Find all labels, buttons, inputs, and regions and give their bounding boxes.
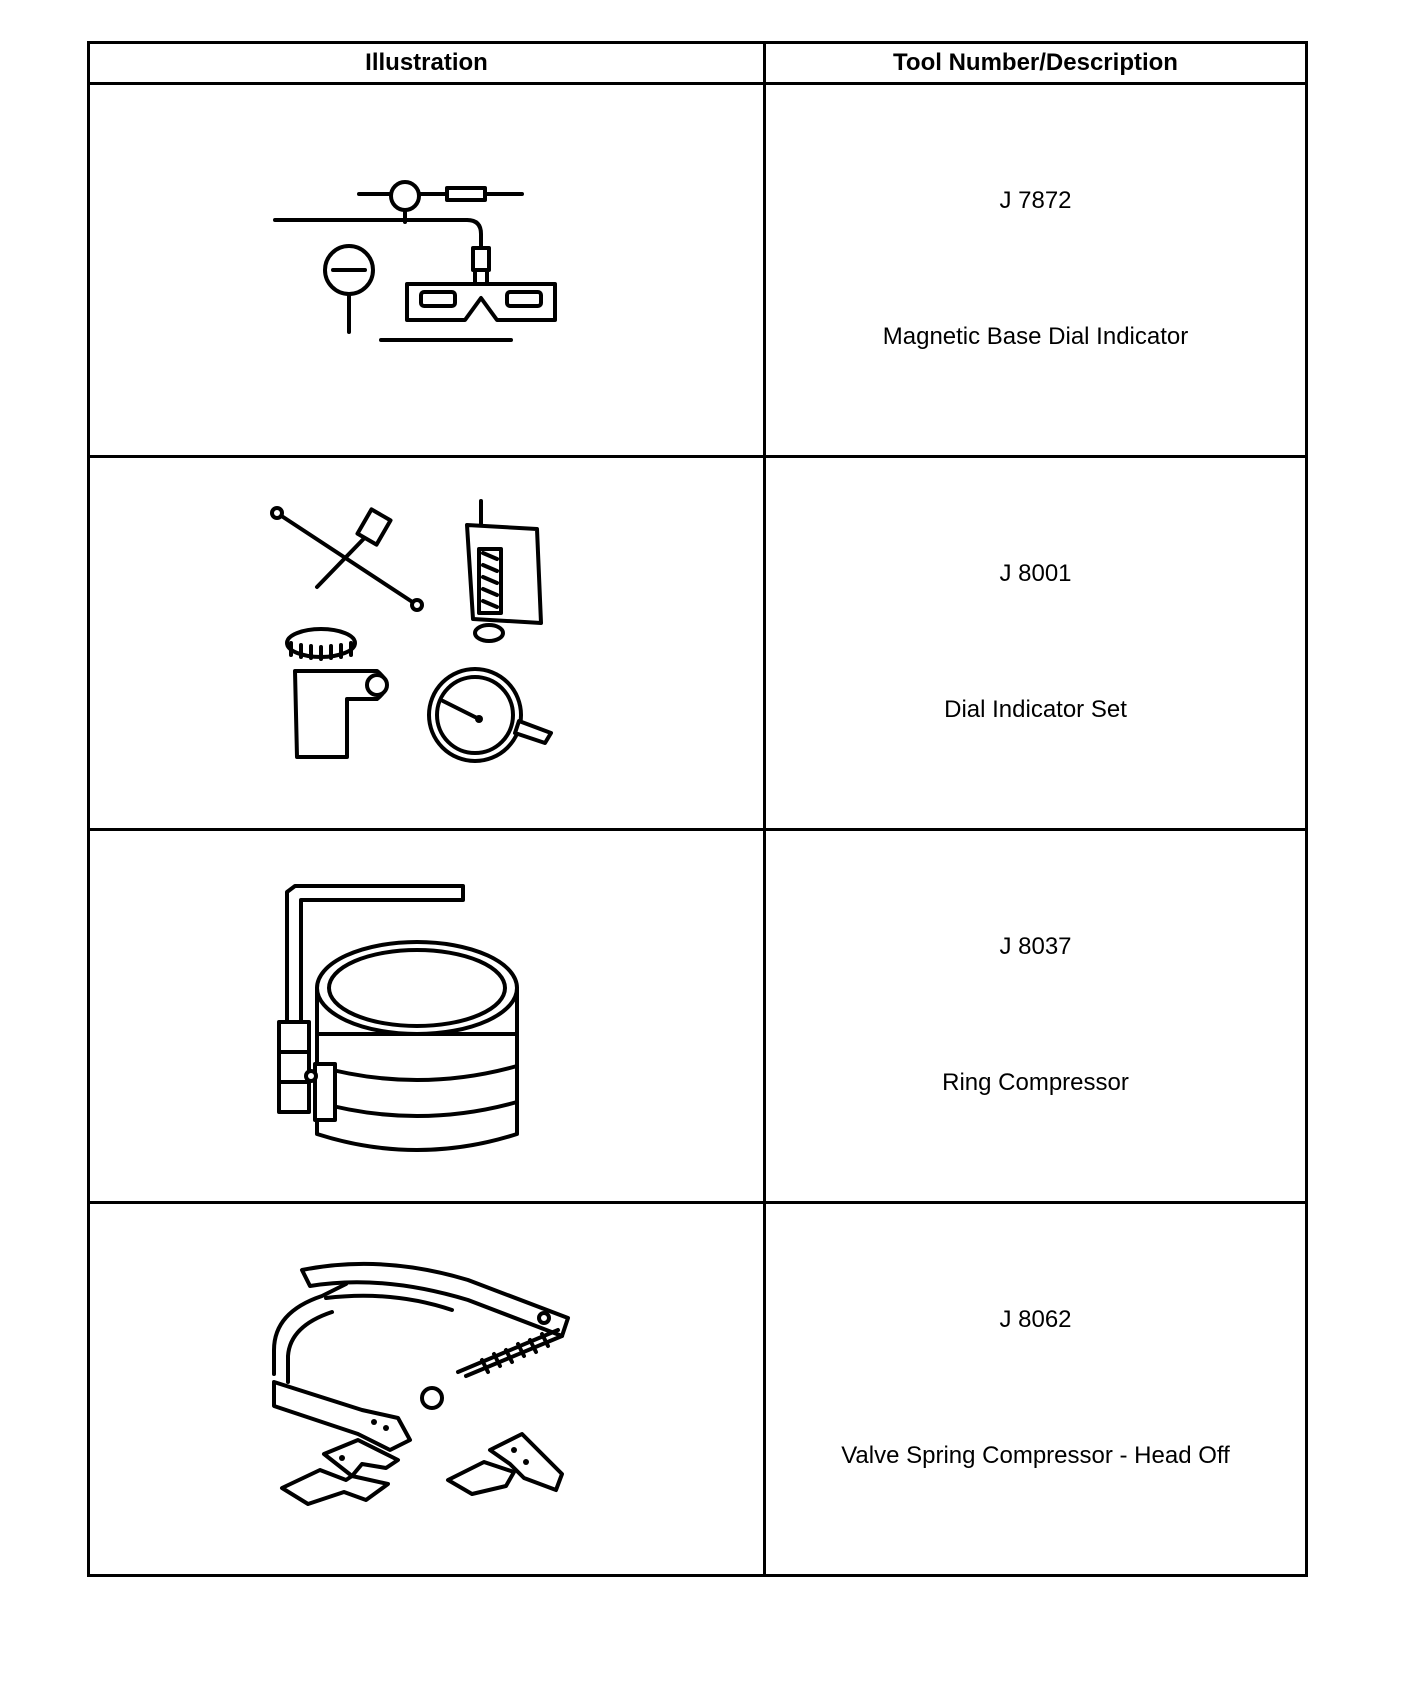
column-header-tool-description: Tool Number/Description <box>763 41 1308 85</box>
tool-number: J 7872 <box>999 187 1072 214</box>
tool-description: Ring Compressor <box>942 1069 1129 1096</box>
description-cell: J 8001 Dial Indicator Set <box>763 455 1308 831</box>
description-cell: J 8062 Valve Spring Compressor - Head Of… <box>763 1201 1308 1577</box>
tool-table: Illustration Tool Number/Description <box>87 41 1308 1577</box>
valve-spring-compressor-icon <box>271 1261 570 1506</box>
magnetic-base-dial-indicator-icon <box>272 180 557 342</box>
illustration-cell <box>87 82 766 458</box>
tool-description: Magnetic Base Dial Indicator <box>882 323 1189 350</box>
header-row: Illustration Tool Number/Description <box>87 41 1308 85</box>
table-row: J 7872 Magnetic Base Dial Indicator <box>87 82 1308 458</box>
illustration-cell <box>87 1201 766 1577</box>
dial-indicator-set-icon <box>269 499 553 763</box>
table-row: J 8001 Dial Indicator Set <box>87 455 1308 831</box>
tool-number: J 8062 <box>999 1306 1072 1333</box>
column-header-illustration: Illustration <box>87 41 766 85</box>
description-cell: J 8037 Ring Compressor <box>763 828 1308 1204</box>
illustration-cell <box>87 455 766 831</box>
tool-number: J 8037 <box>999 933 1072 960</box>
table-row: J 8037 Ring Compressor <box>87 828 1308 1204</box>
description-cell: J 7872 Magnetic Base Dial Indicator <box>763 82 1308 458</box>
ring-compressor-icon <box>276 884 519 1152</box>
illustration-cell <box>87 828 766 1204</box>
tool-description: Dial Indicator Set <box>944 696 1127 723</box>
table-row: J 8062 Valve Spring Compressor - Head Of… <box>87 1201 1308 1577</box>
tool-number: J 8001 <box>999 560 1072 587</box>
tool-description: Valve Spring Compressor - Head Off <box>841 1442 1230 1469</box>
